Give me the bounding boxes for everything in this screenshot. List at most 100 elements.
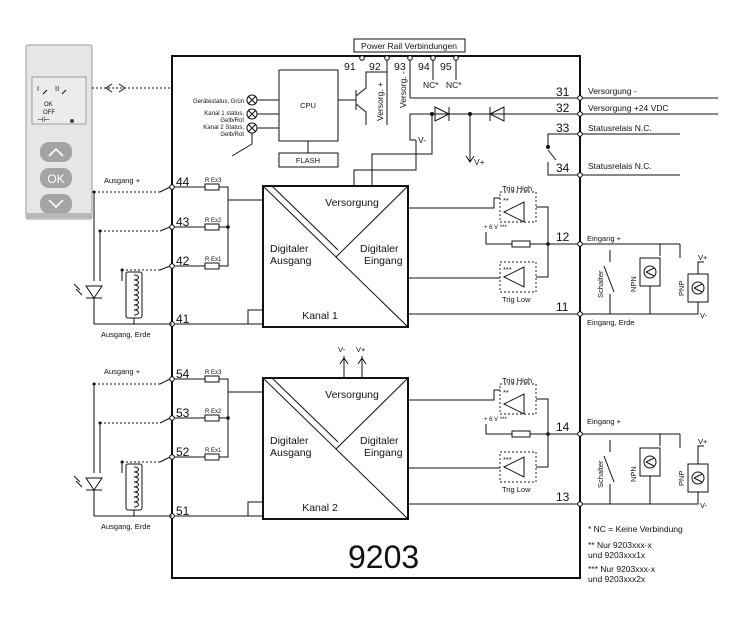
rail-versorg-plus: Versorg. +: [375, 82, 385, 121]
rail-nc-95: NC*: [446, 80, 462, 90]
svg-text:Gelb/Rot: Gelb/Rot: [220, 132, 244, 138]
note-double-star: ** Nur 9203xxx-x: [588, 540, 653, 550]
ch1-terminal-41: 41: [176, 312, 190, 326]
ch1-terminal-42: 42: [176, 254, 190, 268]
svg-text:R Ex1: R Ex1: [205, 257, 222, 263]
svg-text:R Ex1: R Ex1: [205, 448, 222, 454]
led-channel2-status: Kanal 2 Status, Gelb/Rot: [203, 122, 279, 157]
relay-icon: ⊣⊢: [37, 115, 51, 124]
ch2-digital-out-2: Ausgang: [270, 447, 312, 459]
ch2-digital-in-1: Digitaler: [360, 435, 399, 447]
ch1-digital-out-2: Ausgang: [270, 255, 312, 267]
ch1-vplus: V+: [698, 253, 708, 262]
supply-wiring: V- V+: [353, 97, 580, 186]
ch2-vplus: V+: [698, 437, 708, 446]
channel-2: Versorgung Digitaler Ausgang Digitaler E…: [73, 367, 709, 531]
ch1-input-gnd: Eingang, Erde: [587, 318, 635, 327]
svg-text:R Ex3: R Ex3: [205, 178, 222, 184]
svg-text:Gerätestatus, Grün: Gerätestatus, Grün: [193, 99, 244, 105]
ch2-input-plus: Eingang +: [587, 417, 622, 426]
ch2-trig-low: Trig Low: [502, 485, 531, 494]
svg-text:**: **: [503, 388, 509, 397]
device-enclosure: [171, 55, 581, 579]
cpu-title: CPU: [300, 101, 316, 110]
ok-button[interactable]: OK: [40, 168, 72, 188]
rail-versorg-minus: Versorg. -: [398, 71, 408, 108]
ch2-output-gnd: Ausgang, Erde: [101, 522, 151, 531]
ch1-trig-high: Trig High: [502, 184, 532, 193]
right-terminals: 31 Versorgung - 32 Versorgung +24 VDC 33…: [556, 85, 718, 178]
svg-text:Gelb/Rot: Gelb/Rot: [220, 118, 244, 124]
svg-text:R Ex2: R Ex2: [205, 218, 222, 224]
ch1-npn: NPN: [629, 276, 638, 292]
terminal-34-label: Statusrelais N.C.: [588, 161, 652, 171]
terminal-31: 31: [556, 85, 570, 99]
ch2-switch: Schalter: [596, 460, 605, 488]
svg-text:***: ***: [503, 265, 512, 274]
ch1-input-plus: Eingang +: [587, 234, 622, 243]
terminal-33: 33: [556, 121, 570, 135]
front-panel: I II OK OFF ⊣⊢ OK: [25, 44, 93, 220]
svg-text:R Ex3: R Ex3: [205, 370, 222, 376]
led-channel1-status: Kanal 1 status, Gelb/Rot: [204, 108, 279, 124]
supply-v-minus-label: V-: [418, 135, 426, 145]
ch2-supply-label: Versorgung: [325, 389, 379, 401]
cpu-block: CPU FLASH Gerätestatus, Grün Kanal 1 sta…: [193, 69, 387, 168]
ch2-digital-in-2: Eingang: [364, 447, 403, 459]
terminal-33-label: Statusrelais N.C.: [588, 123, 652, 133]
display-off: OFF: [43, 110, 55, 116]
down-button[interactable]: [40, 194, 72, 214]
rail-terminals: 91 92 93 94 95 NC* NC* Versorg. + Versor…: [344, 55, 462, 125]
ch2-terminal-14: 14: [556, 420, 570, 434]
ch2-v-bias: + 6 V ***: [484, 417, 508, 423]
channel-2-supply: V- V+: [338, 345, 367, 378]
rail-terminal-94: 94: [418, 61, 430, 73]
note-triple-star-2: und 9203xxx2x: [588, 574, 646, 584]
channel-1: Versorgung Digitaler Ausgang Digitaler E…: [73, 175, 709, 339]
rail-nc-94: NC*: [423, 80, 439, 90]
ch2-terminal-13: 13: [556, 490, 570, 504]
display-ch2: II: [55, 84, 59, 93]
rail-terminal-91: 91: [344, 61, 356, 73]
ch1-v-bias: + 6 V ***: [484, 225, 508, 231]
ch2-pnp: PNP: [677, 471, 686, 486]
ch2-supply-vminus: V-: [338, 345, 346, 354]
rail-terminal-92: 92: [369, 61, 381, 73]
power-rail-box: [353, 38, 466, 53]
ch2-terminal-51: 51: [176, 504, 190, 518]
terminal-32-label: Versorgung +24 VDC: [588, 103, 669, 113]
note-nc: * NC = Keine Verbindung: [588, 524, 683, 534]
chevron-up-icon: [48, 147, 64, 157]
power-rail-title: Power Rail Verbindungen: [361, 41, 457, 51]
ch1-terminal-11: 11: [556, 300, 569, 314]
ch2-npn: NPN: [629, 466, 638, 482]
status-led-icon: [70, 119, 74, 123]
footnotes: * NC = Keine Verbindung ** Nur 9203xxx-x…: [588, 524, 683, 584]
ch1-terminal-43: 43: [176, 215, 190, 229]
ch2-output-plus: Ausgang +: [104, 367, 141, 376]
svg-text:Kanal 2 Status,: Kanal 2 Status,: [203, 125, 244, 131]
note-double-star-2: und 9203xxx1x: [588, 550, 646, 560]
ch2-name: Kanal 2: [302, 502, 338, 514]
device-model: 9203: [348, 539, 419, 575]
rail-terminal-93: 93: [394, 61, 406, 73]
display-ch1: I: [37, 84, 39, 93]
ch2-vminus: V-: [700, 501, 708, 510]
chevron-down-icon: [48, 199, 64, 209]
svg-text:**: **: [503, 196, 509, 205]
svg-text:Kanal 1 status,: Kanal 1 status,: [204, 111, 244, 117]
terminal-31-label: Versorgung -: [588, 86, 637, 96]
note-triple-star: *** Nur 9203xxx-x: [588, 564, 656, 574]
ch1-vminus: V-: [700, 311, 708, 320]
panel-brand-strip: [27, 213, 91, 218]
ch1-output-plus: Ausgang +: [104, 176, 141, 185]
svg-text:R Ex2: R Ex2: [205, 409, 222, 415]
up-button[interactable]: [40, 142, 72, 162]
ch1-digital-in-2: Eingang: [364, 255, 403, 267]
ch1-output-gnd: Ausgang, Erde: [101, 330, 151, 339]
terminal-32: 32: [556, 101, 570, 115]
ch2-terminal-52: 52: [176, 445, 190, 459]
rail-terminal-95: 95: [440, 61, 452, 73]
ch1-digital-in-1: Digitaler: [360, 243, 399, 255]
